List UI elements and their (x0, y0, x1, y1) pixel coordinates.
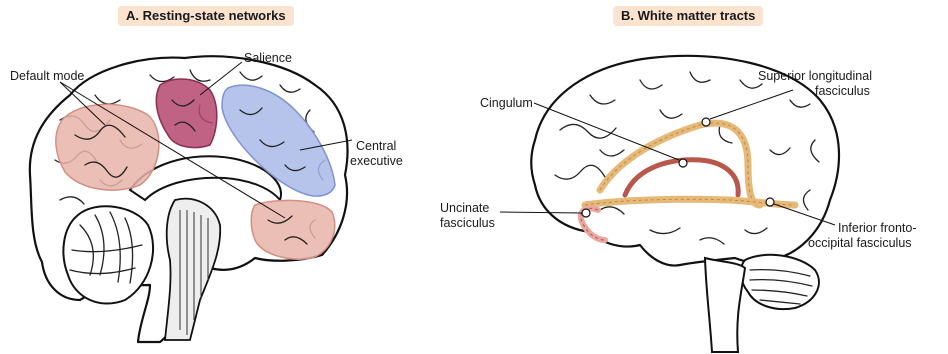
panel-b-brain (500, 56, 839, 352)
lateral-cerebellum (741, 255, 819, 309)
panel-a-brain (30, 56, 352, 342)
label-cingulum: Cingulum (480, 96, 533, 110)
label-central-executive-line2: executive (350, 154, 403, 168)
lateral-brainstem (705, 258, 745, 352)
cingulum-marker (679, 159, 687, 167)
label-default-mode: Default mode (10, 69, 84, 83)
uncinate-marker (582, 209, 590, 217)
ifof-marker (766, 198, 774, 206)
label-ifof-line1: Inferior fronto- (838, 221, 917, 235)
default-mode-region-posterior (56, 104, 159, 190)
label-slf-line1: Superior longitudinal (758, 69, 872, 83)
label-uncinate-line1: Uncinate (440, 201, 489, 215)
brainstem (165, 199, 220, 340)
cerebellum (63, 206, 153, 303)
slf-marker (702, 118, 710, 126)
label-uncinate-line2: fasciculus (440, 216, 495, 230)
label-central-executive-line1: Central (356, 139, 396, 153)
label-salience: Salience (244, 51, 292, 65)
label-ifof-line2: occipital fasciculus (808, 236, 912, 250)
default-mode-region-anterior (251, 200, 335, 259)
label-slf-line2: fasciculus (815, 84, 870, 98)
